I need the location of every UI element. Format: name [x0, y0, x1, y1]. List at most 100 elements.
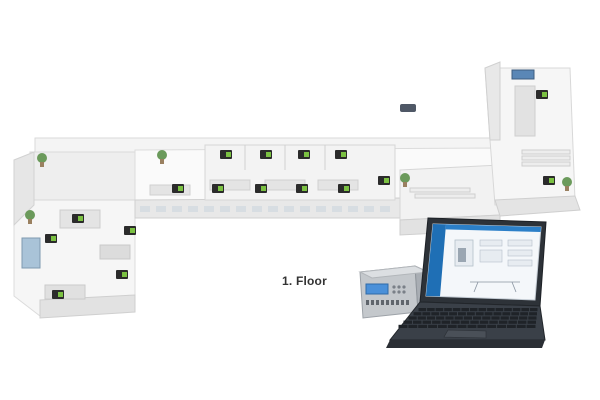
room-controller-icon	[124, 226, 136, 235]
room-controller-icon	[52, 290, 64, 299]
room-controllers	[45, 90, 555, 299]
keyboard-key	[495, 308, 504, 312]
plc-lcd-display	[365, 283, 389, 295]
keyboard-key	[529, 312, 537, 316]
desk	[99, 244, 131, 260]
keyboard-key	[479, 320, 489, 324]
room-controller-icon	[296, 184, 308, 193]
keyboard-key	[509, 316, 519, 320]
potted-plant-icon	[37, 153, 47, 167]
keyboard-key	[417, 316, 426, 320]
keyboard-key	[398, 324, 408, 328]
desk	[209, 179, 251, 191]
room-controller-icon	[378, 176, 390, 185]
keyboard-key	[512, 308, 521, 312]
keyboard-key	[467, 324, 477, 328]
keyboard-key	[451, 320, 460, 324]
room-controller-icon	[116, 270, 128, 279]
app-sidebar	[426, 224, 446, 297]
keyboard-key	[422, 312, 431, 316]
keyboard-key	[461, 308, 469, 312]
keyboard-key	[527, 320, 536, 324]
meeting-table	[514, 85, 536, 137]
keyboard-key	[408, 324, 418, 328]
keyboard-key	[466, 312, 475, 316]
keyboard-key	[460, 320, 470, 324]
keyboard-key	[428, 324, 437, 328]
potted-plant-icon	[400, 173, 410, 187]
room-controller-icon	[45, 234, 57, 243]
keyboard-key	[435, 308, 444, 312]
potted-plant-icon	[157, 150, 167, 164]
room-controller-icon	[212, 184, 224, 193]
keyboard-key	[521, 308, 529, 312]
keyboard-key	[487, 324, 497, 328]
keyboard-key	[427, 308, 435, 312]
keyboard-key	[463, 316, 472, 320]
room-controller-icon	[255, 184, 267, 193]
keyboard-key	[431, 312, 440, 316]
keyboard-key	[502, 312, 511, 316]
keyboard-key	[529, 308, 538, 312]
keyboard-key	[445, 316, 454, 320]
keyboard-key	[403, 320, 412, 324]
left-outer-wall	[13, 151, 35, 227]
keyboard-key	[506, 324, 516, 328]
keyboard-key	[437, 324, 447, 328]
keyboard-key	[477, 324, 487, 328]
right-wing-side-wall	[484, 61, 501, 141]
keyboard-key	[504, 308, 512, 312]
keyboard-key	[473, 316, 482, 320]
meeting-room-screen	[511, 69, 535, 80]
keyboard-key	[487, 308, 495, 312]
ceiling-device-icon	[400, 104, 416, 112]
keyboard-key	[497, 324, 506, 328]
keyboard-key	[526, 324, 536, 328]
keyboard-key	[500, 316, 509, 320]
keyboard-key	[491, 316, 500, 320]
keyboard-key	[511, 312, 520, 316]
keyboard-key	[449, 312, 457, 316]
keyboard-key	[447, 324, 457, 328]
laptop-trackpad	[443, 329, 487, 339]
keyboard-key	[528, 316, 537, 320]
room-controller-icon	[260, 150, 272, 159]
keyboard-key	[418, 324, 428, 328]
keyboard-key	[422, 320, 432, 324]
keyboard-key	[432, 320, 441, 324]
keyboard-key	[517, 320, 527, 324]
building-floor-plan	[13, 61, 581, 319]
room-controller-icon	[543, 176, 555, 185]
keyboard-key	[413, 312, 422, 316]
desk	[149, 184, 191, 196]
app-door-icon	[458, 248, 466, 262]
corridor-windows	[140, 206, 390, 212]
sofa	[21, 237, 41, 269]
floor-label: 1. Floor	[282, 274, 327, 288]
keyboard-key	[470, 320, 479, 324]
desk	[44, 284, 86, 300]
keyboard-key	[484, 312, 493, 316]
keyboard-key	[452, 308, 461, 312]
keyboard-key	[440, 312, 449, 316]
keyboard-key	[413, 320, 422, 324]
room-controller-icon	[335, 150, 347, 159]
keyboard-key	[408, 316, 417, 320]
keyboard-key	[454, 316, 463, 320]
keyboard-key	[436, 316, 445, 320]
app-header	[445, 224, 541, 232]
room-controller-icon	[536, 90, 548, 99]
keyboard-key	[458, 312, 466, 316]
keyboard-key	[493, 312, 502, 316]
keyboard-key	[482, 316, 491, 320]
keyboard-key	[444, 308, 452, 312]
keyboard-key	[426, 316, 436, 320]
keyboard-key	[418, 308, 427, 312]
keyboard-key	[489, 320, 498, 324]
keyboard-key	[469, 308, 478, 312]
keyboard-key	[498, 320, 508, 324]
potted-plant-icon	[562, 177, 572, 191]
keyboard-key	[475, 312, 484, 316]
staircase	[409, 149, 571, 199]
